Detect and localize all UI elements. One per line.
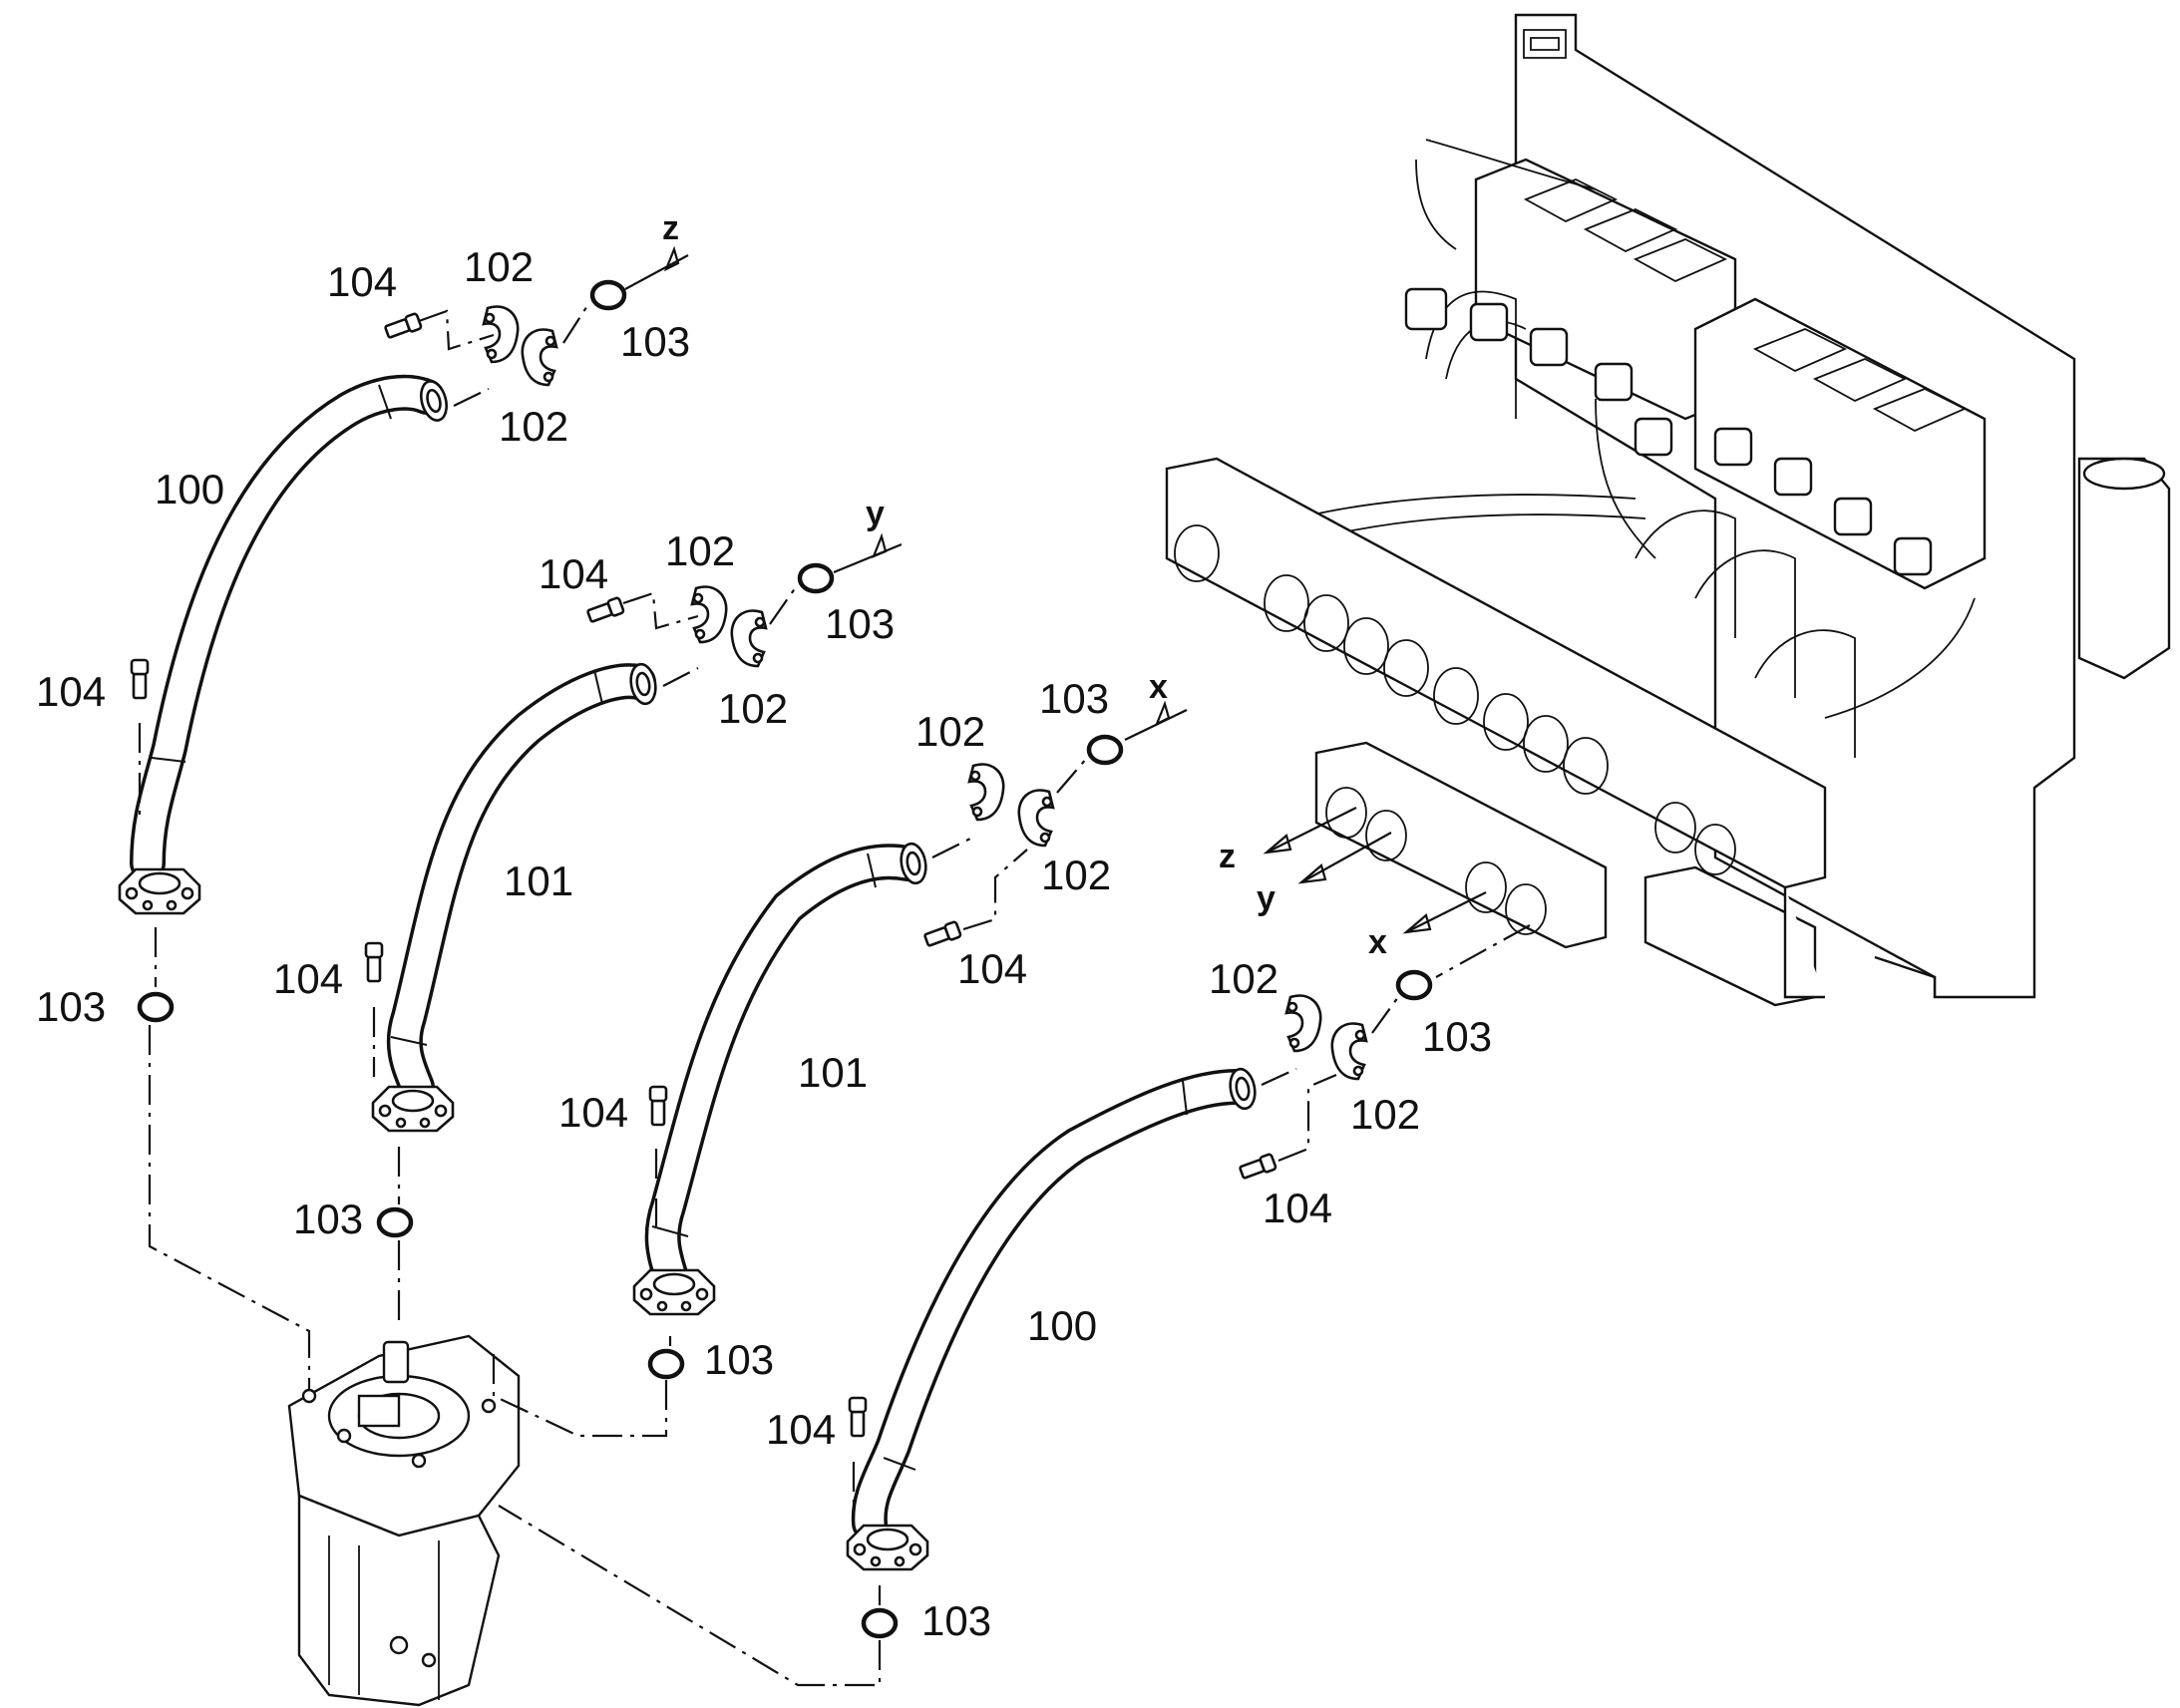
- dir-z-top: z: [662, 209, 679, 247]
- valve-block-assembly: [1165, 13, 2171, 1007]
- label-104-a: 104: [327, 258, 397, 305]
- label-102-d: 102: [718, 685, 788, 732]
- dir-y-top: y: [866, 495, 885, 532]
- clamp-set-1: [130, 245, 689, 1020]
- label-104-h: 104: [766, 1406, 836, 1453]
- clamp-set-4: [848, 972, 1430, 1636]
- label-102-b: 102: [499, 403, 568, 450]
- label-102-g: 102: [1209, 955, 1278, 1002]
- label-101-b: 101: [798, 1049, 868, 1096]
- label-103-c: 103: [825, 600, 895, 647]
- label-102-f: 102: [1041, 852, 1111, 898]
- label-104-c: 104: [539, 550, 608, 597]
- dir-y-machine: y: [1257, 879, 1275, 917]
- direction-labels: z y x z y x: [662, 209, 1387, 961]
- label-104-g: 104: [1263, 1185, 1332, 1231]
- label-101-a: 101: [504, 857, 573, 904]
- pump-unit: [148, 1025, 882, 1707]
- part-labels: 104 102 103 102 100 104 103 104 102 103 …: [36, 243, 1492, 1644]
- label-102-e: 102: [915, 708, 985, 755]
- label-100-b: 100: [1027, 1302, 1097, 1349]
- hose-assembly-4: [846, 1065, 1260, 1571]
- label-102-h: 102: [1350, 1091, 1420, 1138]
- hose-assembly-1: [118, 374, 453, 915]
- clamp-set-2: [364, 532, 903, 1235]
- clamp-set-3: [650, 700, 1188, 1377]
- dir-x-machine: x: [1368, 923, 1387, 961]
- label-100-a: 100: [155, 466, 224, 512]
- label-103-e: 103: [1039, 675, 1109, 722]
- hose-assembly-2: [371, 660, 660, 1133]
- dir-z-machine: z: [1219, 838, 1236, 875]
- label-104-f: 104: [558, 1089, 628, 1136]
- label-104-d: 104: [273, 955, 343, 1002]
- label-102-a: 102: [464, 243, 534, 290]
- label-103-a: 103: [620, 318, 690, 365]
- label-104-e: 104: [957, 945, 1027, 992]
- hose-assembly-3: [632, 840, 930, 1316]
- label-102-c: 102: [665, 527, 735, 574]
- dir-x-top: x: [1149, 668, 1168, 706]
- label-103-f: 103: [704, 1336, 774, 1383]
- label-103-d: 103: [293, 1196, 363, 1242]
- label-103-b: 103: [36, 983, 106, 1030]
- label-103-h: 103: [921, 1597, 991, 1644]
- label-103-g: 103: [1422, 1013, 1492, 1060]
- label-104-b: 104: [36, 668, 106, 715]
